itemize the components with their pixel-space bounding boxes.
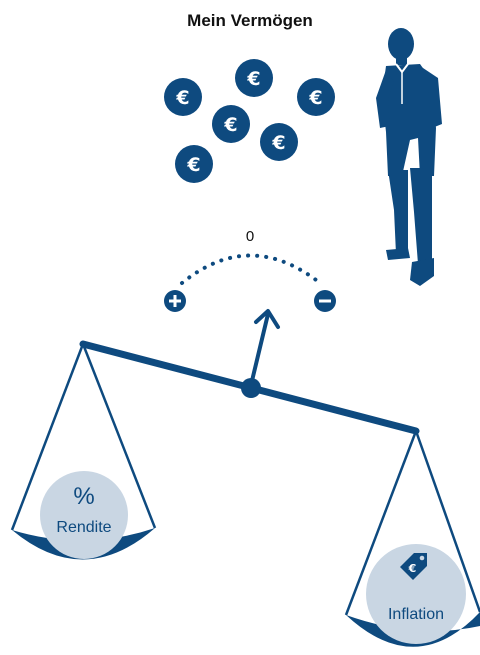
gauge-needle [251,311,278,385]
euro-coin: € [297,78,335,116]
rendite-label: Rendite [56,519,111,536]
euro-coin: € [260,123,298,161]
euro-coin: € [235,59,273,97]
left-pan: % Rendite [12,344,155,560]
svg-text:€: € [271,132,285,154]
right-pan: € Inflation [346,431,480,647]
minus-icon [314,290,336,312]
svg-text:€: € [186,154,200,176]
inflation-label: Inflation [388,606,444,623]
svg-text:€: € [223,114,237,136]
svg-text:€: € [175,87,189,109]
euro-coin: € [164,78,202,116]
gauge-dotted-arc [182,256,320,284]
svg-text:€: € [246,68,260,90]
euro-coin: € [175,145,213,183]
page-title: Mein Vermögen [187,11,313,30]
beam-pivot [241,378,261,398]
svg-text:€: € [308,87,322,109]
euro-coin: € [212,105,250,143]
gauge-zero-label: 0 [246,228,254,245]
plus-icon [164,290,186,312]
euro-coins: € € € € € € [164,59,335,183]
gauge: 0 [164,228,336,385]
rendite-percent-symbol: % [73,483,94,510]
businessman-figure [376,28,442,286]
svg-text:€: € [408,562,417,575]
